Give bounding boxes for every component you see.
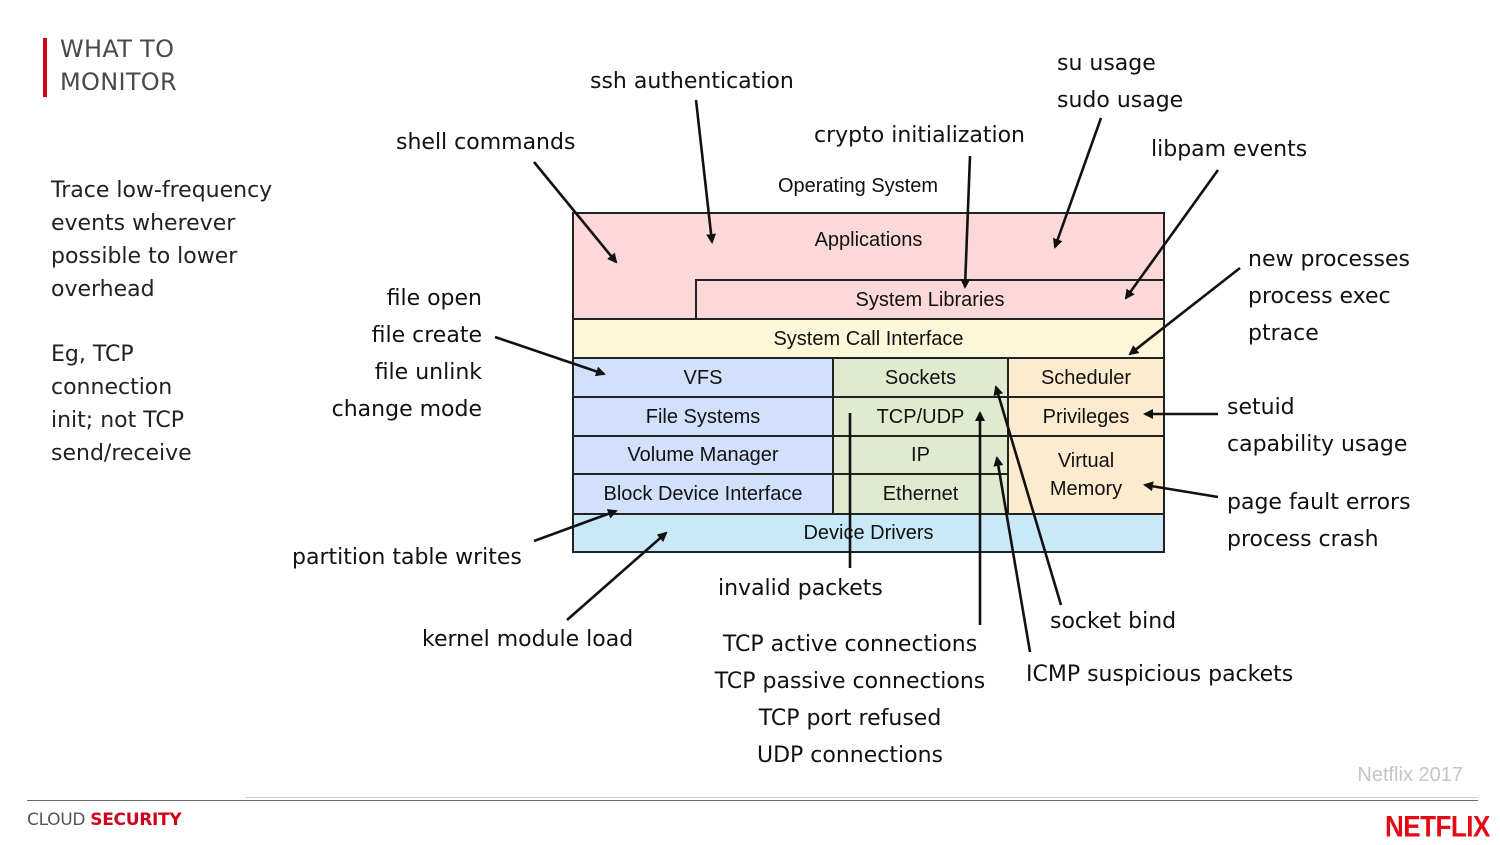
annotation-line: setuid xyxy=(1227,395,1295,420)
layer-scheduler: Scheduler xyxy=(1007,357,1165,398)
layer-sockets: Sockets xyxy=(832,357,1009,398)
layer-vfs: VFS xyxy=(572,357,834,398)
note-line: overhead xyxy=(51,277,155,302)
layer-ethernet: Ethernet xyxy=(832,473,1009,515)
layer-scheduler-label: Scheduler xyxy=(1040,366,1132,389)
note-line: init; not TCP xyxy=(51,408,184,433)
annotation-line: TCP active connections xyxy=(722,632,978,657)
layer-tcp-udp-label: TCP/UDP xyxy=(876,405,965,428)
annotation-icmp-suspicious-packets: ICMP suspicious packets xyxy=(1026,662,1294,687)
annotation-line: process exec xyxy=(1248,284,1391,309)
annotation-tcp-events: TCP active connections TCP passive conne… xyxy=(690,626,1010,774)
annotation-su-sudo: su usage sudo usage xyxy=(1057,45,1183,119)
annotation-kernel-module-load: kernel module load xyxy=(422,627,634,652)
slide-title: WHAT TO MONITOR xyxy=(60,33,177,99)
layer-privileges-label: Privileges xyxy=(1042,405,1130,428)
layer-system-libraries: System Libraries xyxy=(695,279,1165,320)
annotation-line: ptrace xyxy=(1248,321,1319,346)
layer-ethernet-label: Ethernet xyxy=(882,483,959,505)
annotation-line: sudo usage xyxy=(1057,88,1184,113)
note-line: connection xyxy=(51,375,173,400)
slide-title-line: MONITOR xyxy=(60,68,177,96)
layer-system-call-interface-label: System Call Interface xyxy=(773,327,964,350)
annotation-partition-table-writes: partition table writes xyxy=(292,545,522,570)
layer-system-call-interface: System Call Interface xyxy=(572,318,1165,359)
annotation-line: file open xyxy=(386,286,482,311)
layer-ip: IP xyxy=(832,435,1009,475)
annotation-line: file create xyxy=(371,323,482,348)
annotation-privileges: setuid capability usage xyxy=(1227,389,1407,463)
annotation-line: file unlink xyxy=(374,360,482,385)
brand-prefix: CLOUD xyxy=(27,810,86,830)
annotation-libpam-events: libpam events xyxy=(1151,137,1308,162)
annotation-line: capability usage xyxy=(1227,432,1408,457)
layer-system-libraries-label: System Libraries xyxy=(855,288,1005,311)
netflix-logo: NETFLIX xyxy=(1385,809,1490,844)
layer-file-systems-label: File Systems xyxy=(645,405,761,428)
title-accent-bar xyxy=(43,38,47,97)
layer-block-device-interface: Block Device Interface xyxy=(572,473,834,515)
layer-virtual-memory-label: Virtual Memory xyxy=(1049,450,1123,500)
annotation-line: TCP passive connections xyxy=(714,669,986,694)
brand-highlight: SECURITY xyxy=(90,810,182,830)
slide-title-line: WHAT TO xyxy=(60,35,175,63)
footer-divider xyxy=(27,800,1478,801)
layer-ip-label: IP xyxy=(911,444,930,466)
annotation-ssh-authentication: ssh authentication xyxy=(590,69,794,94)
footer-divider-light xyxy=(245,797,1478,798)
note-paragraph-1: Trace low-frequency events wherever poss… xyxy=(51,174,272,306)
annotation-socket-bind: socket bind xyxy=(1050,609,1177,634)
annotation-line: process crash xyxy=(1227,527,1379,552)
annotation-shell-commands: shell commands xyxy=(396,130,576,155)
annotation-line: TCP port refused xyxy=(758,706,942,731)
layer-volume-manager-label: Volume Manager xyxy=(627,444,779,466)
note-paragraph-2: Eg, TCP connection init; not TCP send/re… xyxy=(51,338,192,470)
layer-volume-manager: Volume Manager xyxy=(572,435,834,475)
annotation-line: UDP connections xyxy=(757,743,943,768)
brand-label: CLOUD SECURITY xyxy=(27,810,182,830)
layer-vfs-label: VFS xyxy=(683,366,723,389)
annotation-line: new processes xyxy=(1248,247,1411,272)
layer-tcp-udp: TCP/UDP xyxy=(832,396,1009,437)
layer-file-systems: File Systems xyxy=(572,396,834,437)
layer-applications-label: Applications xyxy=(814,229,923,251)
layer-device-drivers: Device Drivers xyxy=(572,513,1165,553)
annotation-line: su usage xyxy=(1057,51,1156,76)
annotation-invalid-packets: invalid packets xyxy=(718,576,883,601)
note-line: events wherever xyxy=(51,211,236,236)
copyright-text: Netflix 2017 xyxy=(1357,764,1463,786)
layer-device-drivers-label: Device Drivers xyxy=(803,522,934,544)
annotation-line: page fault errors xyxy=(1227,490,1411,515)
diagram-title: Operating System xyxy=(777,175,939,197)
layer-sockets-label: Sockets xyxy=(884,366,957,389)
layer-privileges: Privileges xyxy=(1007,396,1165,437)
annotation-processes: new processes process exec ptrace xyxy=(1248,241,1410,352)
annotation-line: change mode xyxy=(331,397,482,422)
layer-virtual-memory: Virtual Memory xyxy=(1007,435,1165,515)
annotation-file-ops: file open file create file unlink change… xyxy=(300,280,482,428)
annotation-memory: page fault errors process crash xyxy=(1227,484,1411,558)
note-line: possible to lower xyxy=(51,244,238,269)
note-line: Eg, TCP xyxy=(51,342,134,367)
note-line: Trace low-frequency xyxy=(51,178,273,203)
note-line: send/receive xyxy=(51,441,192,466)
layer-block-device-interface-label: Block Device Interface xyxy=(603,483,803,505)
annotation-crypto-initialization: crypto initialization xyxy=(814,123,1025,148)
